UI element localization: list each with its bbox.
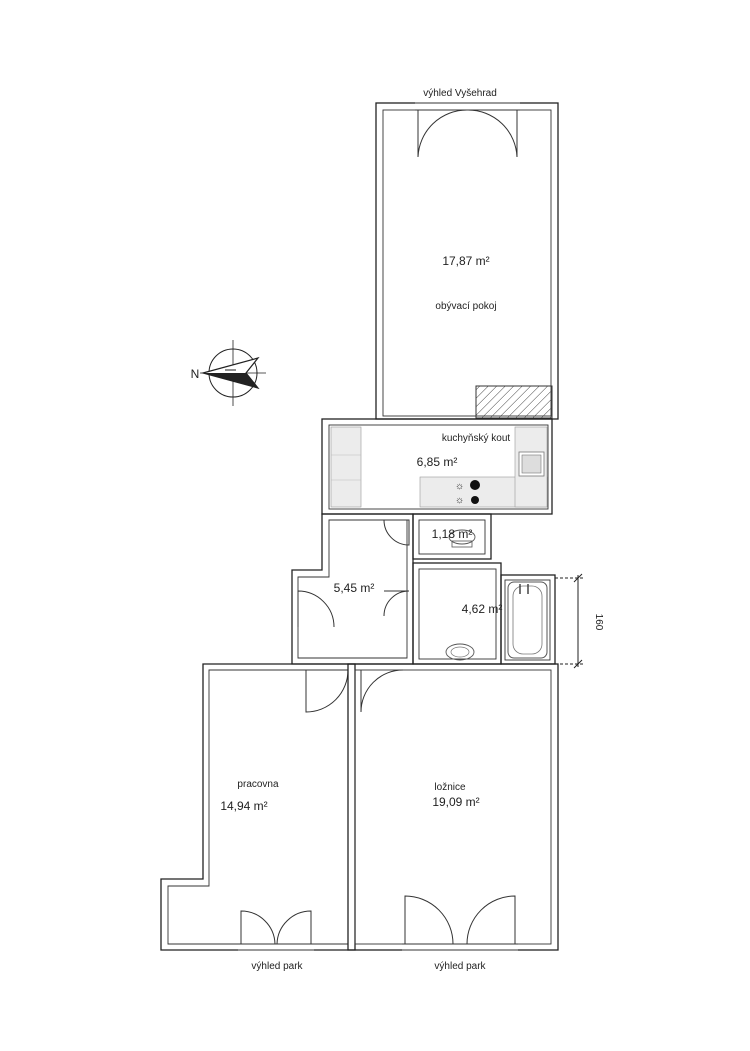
bedroom-area: 19,09 m² bbox=[432, 795, 479, 809]
bath-dimension: 160 bbox=[593, 614, 604, 631]
study-window-door-right bbox=[276, 910, 312, 945]
study-door bbox=[305, 669, 349, 713]
view-label-bottom-left: výhled park bbox=[251, 961, 303, 972]
hob-burner-icon bbox=[471, 496, 479, 504]
bath-door bbox=[383, 590, 410, 617]
bedroom-window-door-left bbox=[404, 895, 454, 945]
kitchen-area: 6,85 m² bbox=[417, 455, 458, 469]
wc-room bbox=[383, 513, 492, 560]
study-window-door-left bbox=[240, 910, 276, 945]
kitchen-counter-left bbox=[330, 426, 362, 508]
bedroom-door bbox=[360, 669, 404, 713]
bathtub-icon bbox=[507, 581, 548, 659]
washbasin-icon bbox=[445, 643, 475, 661]
wc-door bbox=[383, 519, 410, 546]
view-label-bottom-right: výhled park bbox=[434, 961, 486, 972]
hob-burner-icon bbox=[470, 480, 480, 490]
compass-letter: N bbox=[191, 367, 200, 381]
study-area: 14,94 m² bbox=[220, 799, 267, 813]
hall-door-left bbox=[297, 590, 335, 628]
view-label-top: výhled Vyšehrad bbox=[423, 88, 497, 99]
svg-text:☼: ☼ bbox=[455, 495, 464, 506]
kitchen-name: kuchyňský kout bbox=[442, 433, 511, 444]
kitchen: ☼ ☼ bbox=[321, 418, 553, 515]
hall-area: 5,45 m² bbox=[334, 581, 375, 595]
study-name: pracovna bbox=[237, 779, 279, 790]
toilet-icon bbox=[448, 529, 476, 545]
living-area: 17,87 m² bbox=[442, 254, 489, 268]
compass-icon bbox=[200, 340, 266, 406]
bedroom bbox=[347, 663, 559, 952]
bedroom-window-door-right bbox=[466, 895, 516, 945]
balcony-door-left bbox=[417, 109, 468, 158]
bedroom-name: ložnice bbox=[434, 782, 466, 793]
balcony-door-right bbox=[467, 109, 518, 158]
living-name: obývací pokoj bbox=[435, 301, 496, 312]
svg-text:☼: ☼ bbox=[455, 481, 464, 492]
chimney-block bbox=[475, 385, 553, 419]
bath-area: 4,62 m² bbox=[462, 602, 503, 616]
wc-area: 1,18 m² bbox=[432, 527, 473, 541]
